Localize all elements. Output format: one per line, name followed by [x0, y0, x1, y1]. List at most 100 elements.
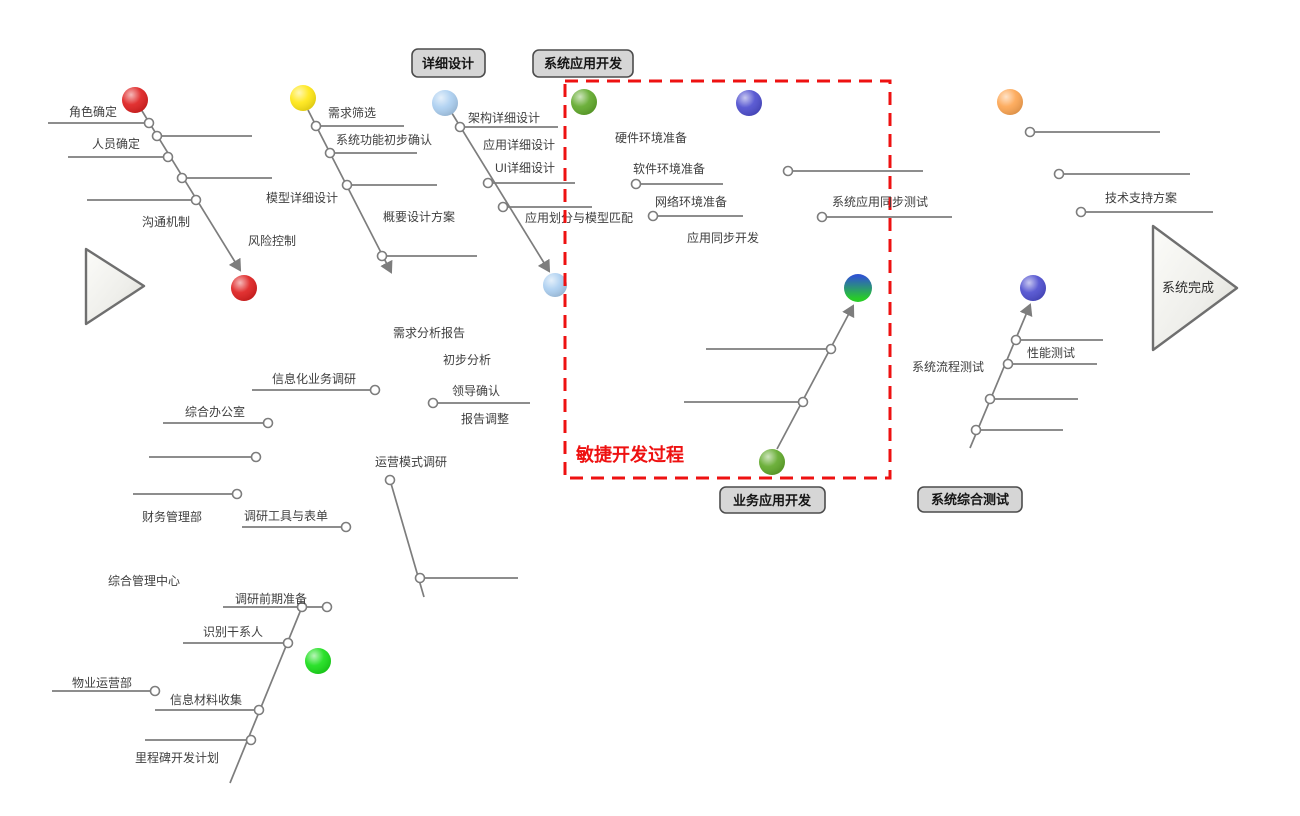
task-node: [149, 685, 161, 697]
task-node: [414, 572, 426, 584]
agile-annotation-label: 敏捷开发过程: [575, 444, 684, 465]
task-label: 运营模式调研: [375, 455, 447, 469]
task-node: [296, 601, 308, 613]
branch-system-app-dev: 系统应用开发 硬件环境准备 软件环境准备 网络环境准备 应用同步开发 系统应用同…: [532, 49, 952, 245]
task-label: 应用详细设计: [483, 137, 555, 152]
task-label: 风险控制: [248, 233, 296, 248]
task-label: 需求筛选: [328, 105, 376, 120]
task-node: [340, 521, 352, 533]
task-label: 领导确认: [452, 384, 500, 398]
task-node: [1053, 168, 1065, 180]
task-label: 识别干系人: [203, 625, 263, 639]
task-label: 系统应用同步测试: [832, 194, 928, 209]
task-label: 应用同步开发: [687, 230, 759, 245]
task-label: 里程碑开发计划: [135, 750, 219, 765]
cluster-survey: 信息化业务调研 综合办公室 财务管理部 调研工具与表单 运营模式调研: [133, 371, 518, 598]
task-label: 应用划分与模型匹配: [525, 210, 633, 225]
phase-box-label: 详细设计: [422, 56, 474, 71]
task-node: [190, 194, 202, 206]
phase-box-business-app-dev[interactable]: [719, 486, 826, 514]
task-label: 性能测试: [1027, 345, 1075, 360]
task-node: [341, 179, 353, 191]
task-node: [250, 451, 262, 463]
task-node: [245, 734, 257, 746]
task-label: 角色确定: [69, 104, 117, 119]
branch-system-test: 性能测试 系统流程测试 系统综合测试: [912, 275, 1103, 513]
task-label: 软件环境准备: [633, 161, 705, 176]
phase-box-system-test[interactable]: [917, 486, 1023, 513]
agile-annotation-box: [563, 79, 892, 480]
task-node: [1024, 126, 1036, 138]
phase-box-detail-design[interactable]: [411, 48, 486, 78]
task-node: [231, 488, 243, 500]
task-label: 物业运营部: [72, 675, 132, 690]
task-label: 沟通机制: [142, 215, 190, 229]
task-label: 信息化业务调研: [272, 371, 356, 386]
branch-kickoff: 角色确定 人员确定 沟通机制 风险控制: [48, 87, 296, 301]
task-node: [1075, 206, 1087, 218]
milestone-shine: [305, 648, 331, 674]
task-label: 网络环境准备: [655, 194, 727, 209]
task-node: [1010, 334, 1022, 346]
task-node: [151, 130, 163, 142]
task-node: [376, 250, 388, 262]
task-node: [310, 120, 322, 132]
branch-preparation: 综合管理中心 调研前期准备 识别干系人 物业运营部 信息材料收集 里程碑开发计划: [52, 573, 333, 784]
task-node: [321, 601, 333, 613]
milestone-shine: [759, 449, 785, 475]
milestone-shine: [571, 89, 597, 115]
phase-box-label: 系统应用开发: [544, 56, 623, 71]
task-node: [782, 165, 794, 177]
task-label: 报告调整: [461, 411, 509, 426]
task-node: [369, 384, 381, 396]
milestone-shine: [736, 90, 762, 116]
task-label: 调研工具与表单: [244, 509, 328, 523]
branch-requirements: 需求筛选 系统功能初步确认 模型详细设计 概要设计方案: [266, 85, 477, 274]
end-marker-label: 系统完成: [1162, 280, 1214, 295]
task-node: [647, 210, 659, 222]
phase-box-label: 业务应用开发: [733, 493, 812, 508]
systest-spine: [969, 303, 1033, 449]
task-node: [162, 151, 174, 163]
task-label: 财务管理部: [142, 509, 202, 524]
task-label: UI详细设计: [495, 160, 555, 175]
milestone-shine: [543, 273, 567, 297]
milestone-shine: [432, 90, 458, 116]
task-node: [427, 397, 439, 409]
task-node: [454, 121, 466, 133]
task-node: [262, 417, 274, 429]
task-node: [825, 343, 837, 355]
phase-box-label: 系统综合测试: [931, 492, 1009, 507]
milestone-shine: [1020, 275, 1046, 301]
task-node: [176, 172, 188, 184]
task-node: [282, 637, 294, 649]
business-spine: [776, 304, 855, 450]
task-node: [497, 201, 509, 213]
task-node: [970, 424, 982, 436]
task-node: [384, 474, 396, 486]
task-node: [143, 117, 155, 129]
milestone-blue-green[interactable]: [844, 274, 872, 302]
start-marker-triangle[interactable]: [84, 247, 146, 326]
task-node: [984, 393, 996, 405]
task-label: 需求分析报告: [393, 325, 465, 340]
task-label: 模型详细设计: [266, 190, 338, 205]
milestone-shine: [231, 275, 257, 301]
task-label: 架构详细设计: [468, 110, 540, 125]
milestone-shine: [997, 89, 1023, 115]
branch-business-app-dev: 业务应用开发: [684, 274, 872, 514]
phase-box-system-app-dev[interactable]: [532, 49, 634, 78]
end-marker: 系统完成: [1151, 224, 1239, 352]
task-label: 概要设计方案: [383, 209, 455, 224]
task-node: [253, 704, 265, 716]
end-marker-triangle[interactable]: [1151, 224, 1239, 352]
milestone-shine: [122, 87, 148, 113]
cluster-analysis: 需求分析报告 初步分析 领导确认 报告调整: [393, 325, 530, 426]
task-label: 硬件环境准备: [615, 130, 687, 145]
task-node: [816, 211, 828, 223]
detail-design-spine: [449, 109, 551, 273]
task-label: 人员确定: [92, 136, 140, 151]
task-node: [482, 177, 494, 189]
